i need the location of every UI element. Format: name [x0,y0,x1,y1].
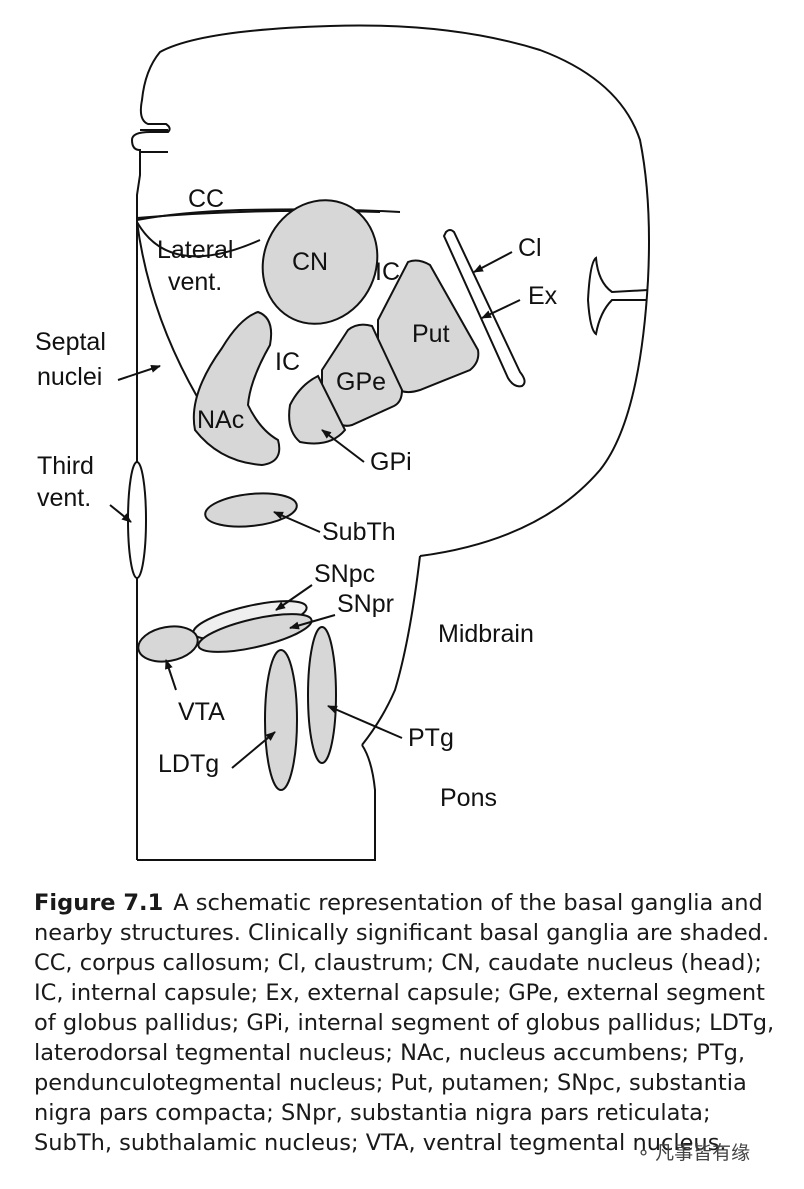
laterodorsal-tegmental-nucleus [264,649,298,791]
ventral-tegmental-area [137,625,199,663]
substantia-nigra-pr [197,613,313,653]
claustrum [442,229,526,388]
label-gpi: GPi [370,448,412,476]
arrow-snpc [275,584,313,611]
label-snpc: SNpc [314,560,375,588]
basal-ganglia-diagram: CC Lateral vent. CN IC Cl Ex Put IC GPe … [35,24,650,861]
label-third-vent-2: vent. [37,484,91,512]
nucleus-accumbens [192,310,281,467]
pons-outline [137,744,376,861]
label-septal-1: Septal [35,328,106,356]
lateral-sulcus [586,256,649,336]
label-cn: CN [292,248,328,276]
label-third-vent-1: Third [37,452,94,480]
figure-label: Figure 7.1 [34,890,164,916]
arrow-vta [165,659,177,691]
watermark-text: 凡事皆有缘 [655,1142,751,1164]
label-gpe: GPe [336,368,386,396]
arrow-subth [273,511,321,533]
label-lateral-vent-2: vent. [168,268,222,296]
label-ex: Ex [528,282,558,310]
arrow-ptg [327,705,403,739]
label-cl: Cl [518,234,542,262]
label-lateral-vent-1: Lateral [157,236,233,264]
arrow-gpi [321,429,365,463]
lateral-ventricle-line-2 [136,221,261,258]
third-ventricle [127,461,147,579]
globus-pallidus-internal [288,374,347,445]
wechat-icon: ⚬ [636,1143,652,1164]
label-ptg: PTg [408,724,454,752]
lateral-ventricle-line-1 [136,221,206,411]
arrow-septal [117,365,161,381]
pedunculotegmental-nucleus [307,626,337,764]
label-snpr: SNpr [337,590,394,618]
subthalamic-nucleus [204,492,298,528]
label-pons: Pons [440,784,497,812]
arrow-snpr [289,614,336,630]
label-subth: SubTh [322,518,396,546]
label-put: Put [412,320,450,348]
label-cc: CC [188,185,224,213]
watermark: ⚬凡事皆有缘 [636,1138,750,1165]
label-ic-upper: IC [375,258,400,286]
arrow-ldtg [231,731,276,769]
caudate-nucleus [261,199,379,325]
label-vta: VTA [178,698,225,726]
arrow-ex [481,299,521,319]
label-ldtg: LDTg [158,750,219,778]
figure-caption-text: A schematic representation of the basal … [34,890,775,1156]
arrow-cl [473,251,513,273]
label-midbrain: Midbrain [438,620,534,648]
label-septal-2: nuclei [37,363,102,391]
label-ic-lower: IC [275,348,300,376]
cortex-fold [140,129,168,153]
label-nac: NAc [197,406,244,434]
arrow-third-vent [109,504,132,523]
